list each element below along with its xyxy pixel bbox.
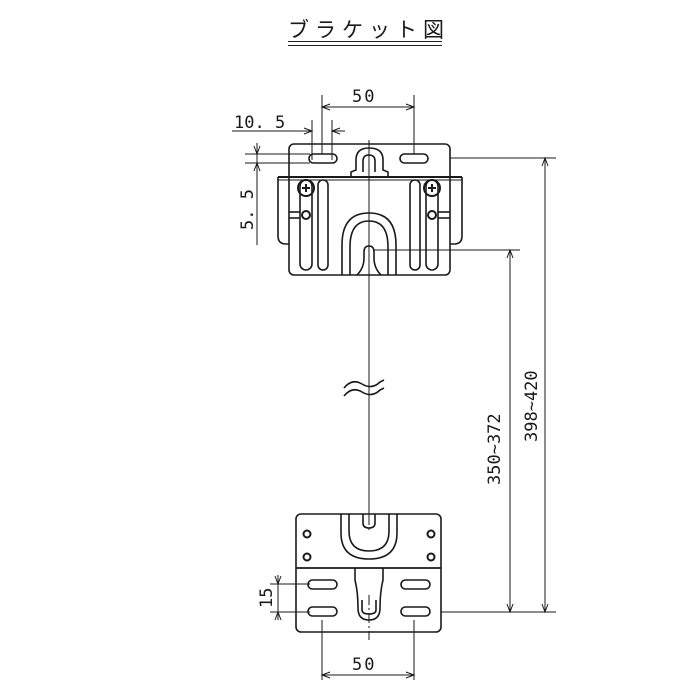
dim-outer-span: 398~420 bbox=[522, 370, 542, 442]
screw-left-icon bbox=[297, 179, 315, 197]
dim-bottom-50: 50 bbox=[352, 655, 376, 675]
title-underline bbox=[288, 41, 442, 46]
dim-inner-span: 350~372 bbox=[485, 413, 505, 485]
dim-top-50: 50 bbox=[352, 87, 376, 107]
top-slot-right bbox=[399, 153, 429, 164]
top-bracket bbox=[277, 143, 463, 276]
dim-5-5: 5. 5 bbox=[238, 189, 258, 230]
top-slot-left bbox=[308, 153, 338, 164]
bottom-bracket bbox=[295, 513, 442, 633]
screw-right-icon bbox=[423, 179, 441, 197]
drawing-title: ブラケット図 bbox=[288, 18, 450, 42]
dim-15: 15 bbox=[257, 588, 277, 608]
dim-10-5: 10. 5 bbox=[234, 113, 285, 133]
break-mark-icon bbox=[343, 379, 385, 389]
